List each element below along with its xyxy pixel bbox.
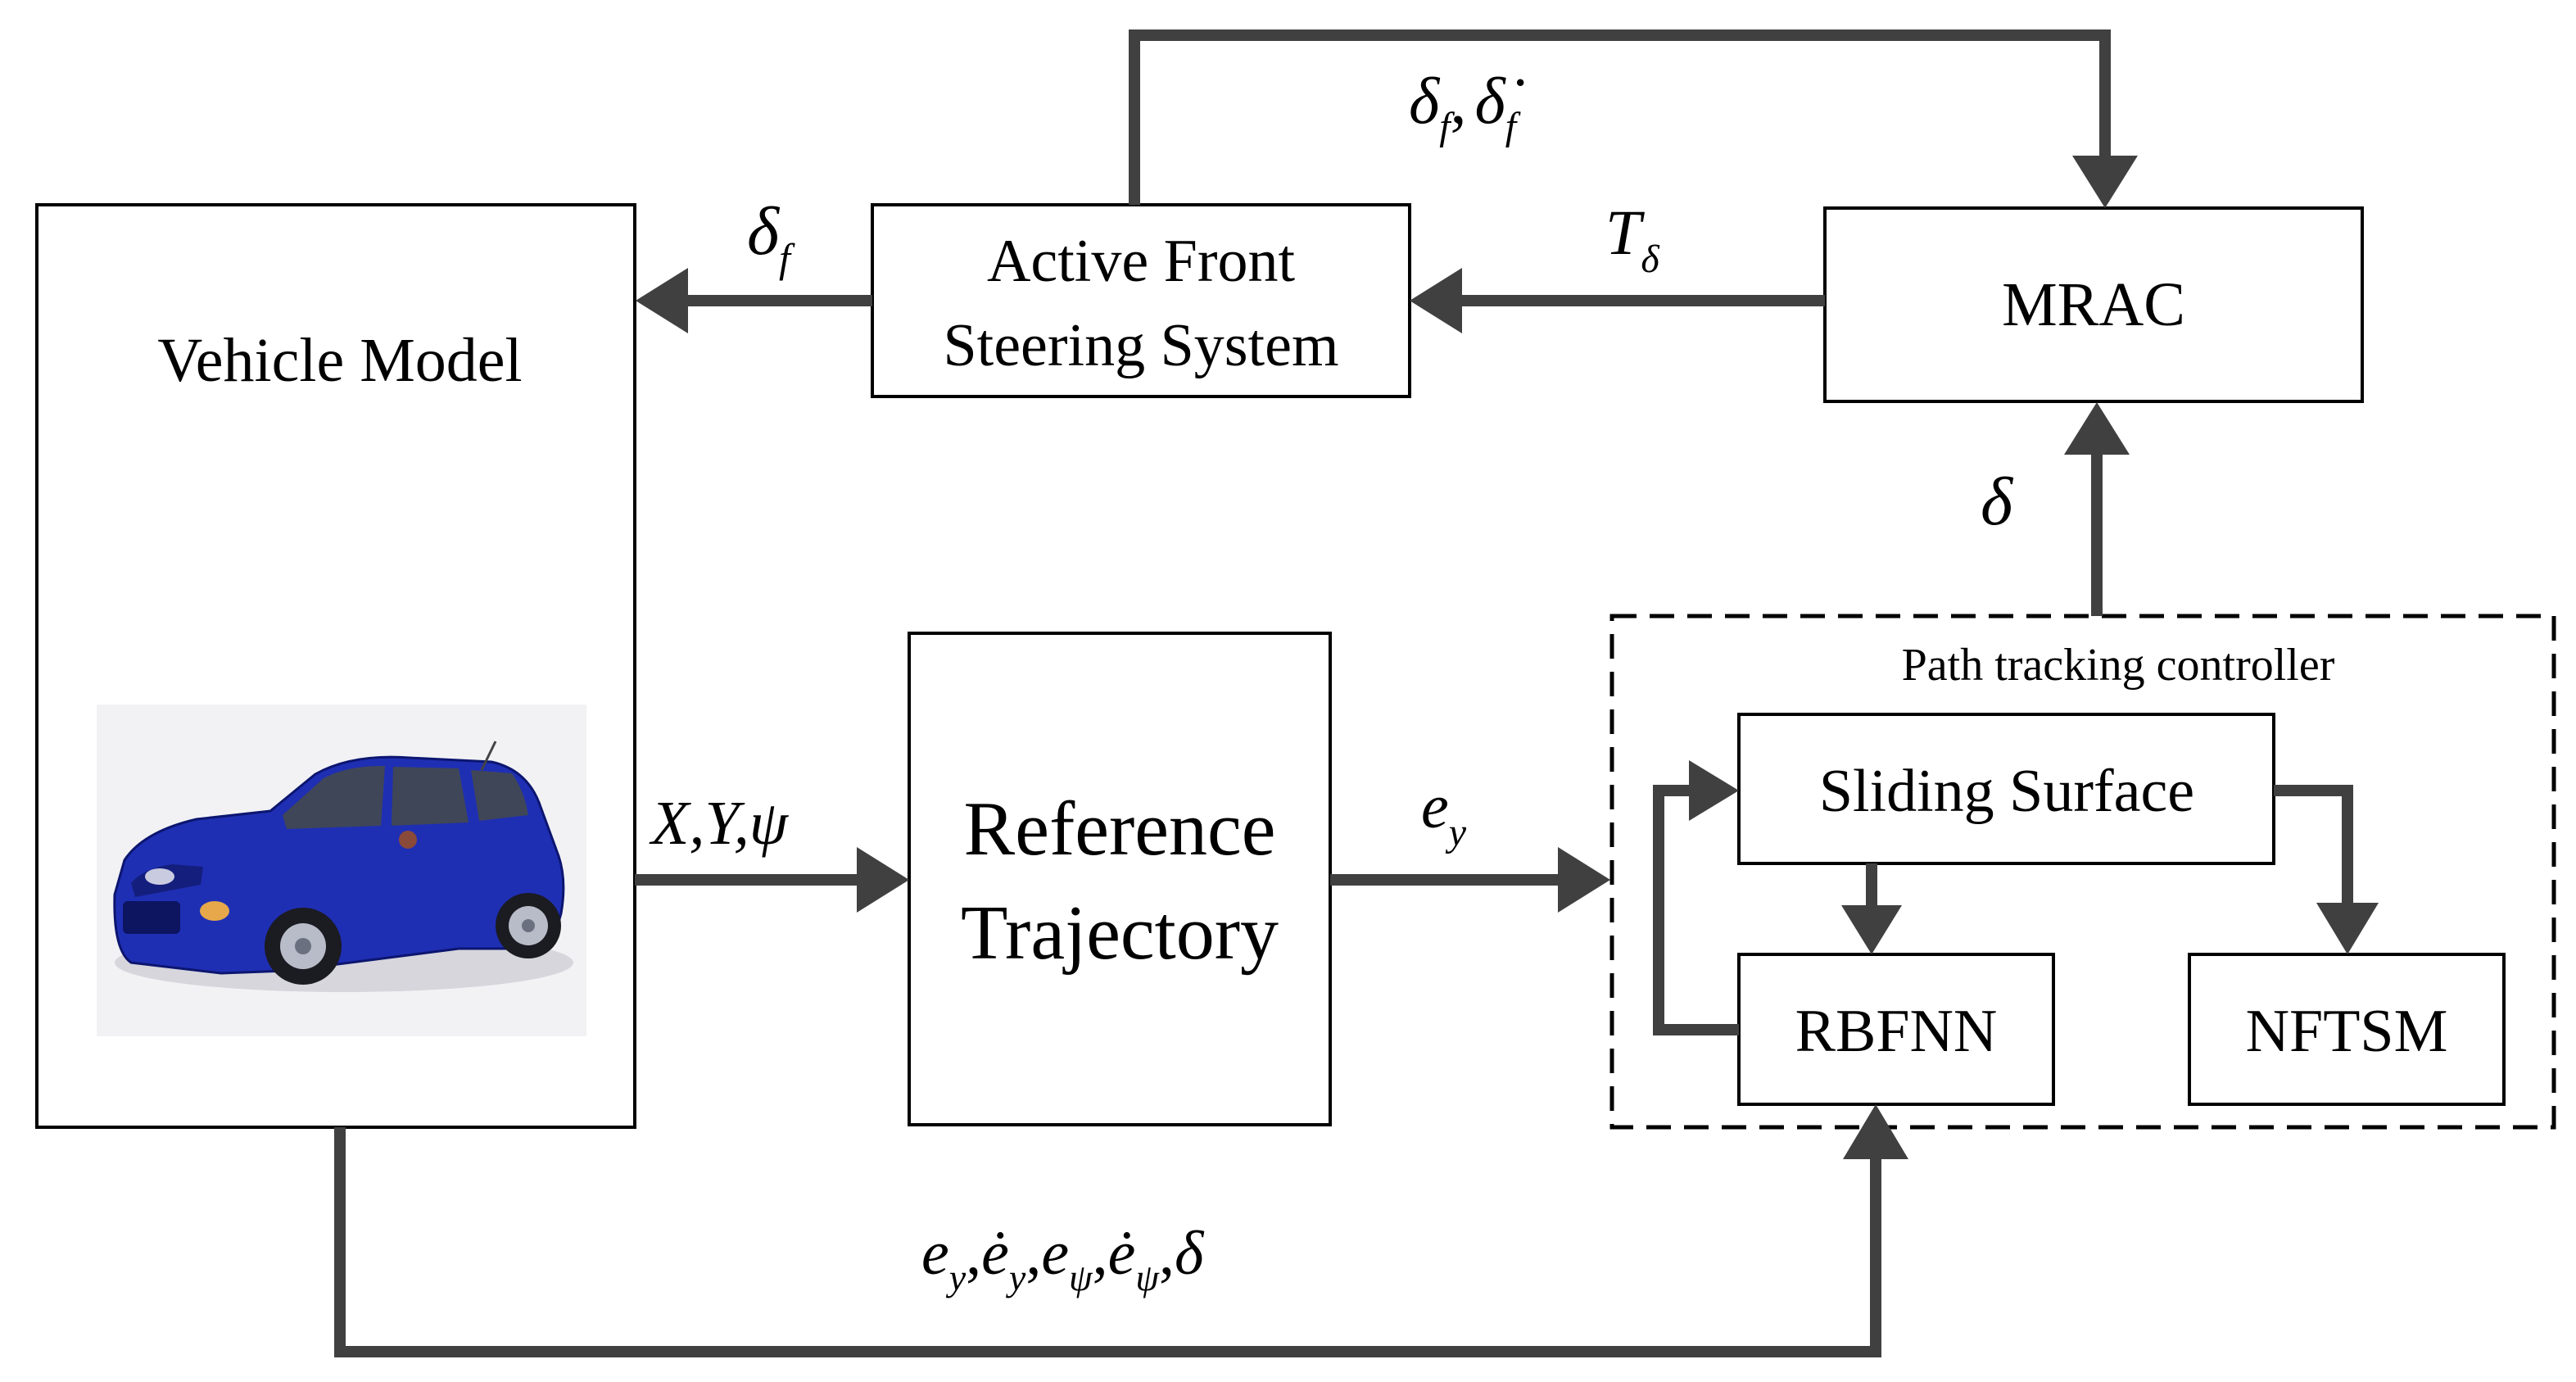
arrow-afs-to-mrac [1129,29,2138,208]
sliding-surface-label: Sliding Surface [1819,758,2194,825]
vehicle-model-label: Vehicle Model [157,326,522,395]
signal-xy-psi: X,Y,ψ [649,789,790,858]
signal-delta-f: δf [747,193,795,281]
signal-e-y: ey [1421,773,1467,854]
reference-trajectory-block: Reference Trajectory [908,632,1332,1126]
signal-delta-f-pair: δf,δ̇f [1409,66,1524,148]
arrow-mrac-to-afs [1410,268,1825,333]
active-front-steering-block: Active Front Steering System [871,203,1411,398]
mrac-block: MRAC [1823,206,2364,403]
signal-delta: δ [1981,464,2014,540]
car-image [97,705,586,1036]
rbfnn-block: RBFNN [1737,953,2055,1106]
sliding-surface-block: Sliding Surface [1737,713,2275,865]
arrow-vehicle-to-reference [635,847,909,913]
afs-label-line1: Active Front [987,228,1296,295]
arrow-vehicle-feedback-to-rbfnn [334,1104,1908,1357]
reference-trajectory-line2: Trajectory [961,890,1279,976]
arrow-afs-to-vehicle [636,268,872,333]
arrow-reference-to-controller [1330,847,1610,913]
rbfnn-label: RBFNN [1795,998,1998,1065]
nftsm-block: NFTSM [2188,953,2506,1106]
afs-label-line2: Steering System [943,312,1338,379]
path-tracking-controller-label: Path tracking controller [1902,640,2335,691]
signal-feedback-states: ey,ėy,eψ,ėψ,δ [921,1219,1205,1298]
mrac-label: MRAC [2002,270,2185,339]
arrow-sliding-surface-to-nftsm [2274,785,2379,954]
arrow-controller-to-mrac [2064,402,2130,616]
path-tracking-controller: Path tracking controller [1609,614,2556,1130]
nftsm-label: NFTSM [2246,998,2448,1065]
arrow-sliding-surface-to-rbfnn [1841,863,1902,954]
reference-trajectory-line1: Reference [964,786,1276,872]
arrow-rbfnn-to-sliding-surface [1653,760,1739,1035]
signal-t-delta: Tδ [1605,197,1659,281]
